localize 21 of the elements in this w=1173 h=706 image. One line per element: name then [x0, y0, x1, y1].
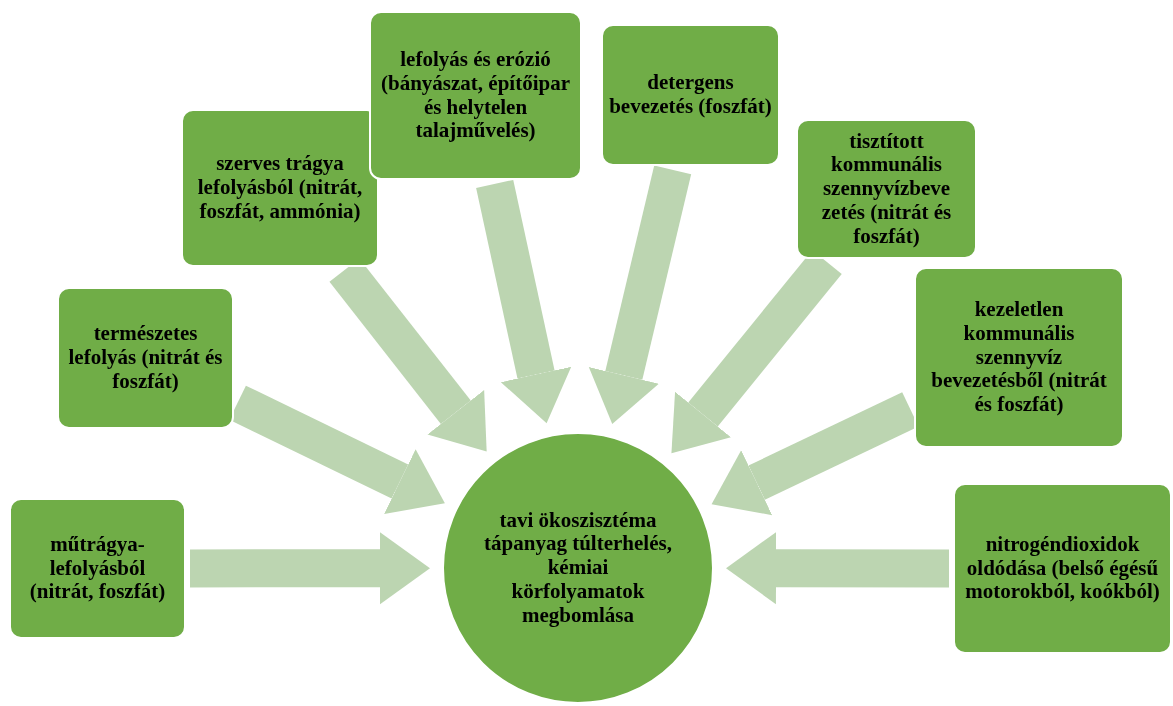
node-label: szerves trágya lefolyásból (nitrát, foszfát, ammónia): [196, 152, 364, 224]
node-label: kezeletlen kommunális szennyvíz bevezetésből (nitrát és foszfát): [930, 298, 1108, 417]
node-label: detergens bevezetés (foszfát): [609, 71, 772, 119]
block-arrow: [476, 179, 572, 424]
source-box: [914, 267, 1124, 448]
source-box: [181, 109, 379, 267]
node-label: tavi ökoszisztéma tápanyag túlterhelés, kémiai körfolyamatok megbomlása: [484, 508, 672, 628]
source-box: [9, 498, 186, 639]
block-arrow: [726, 532, 949, 605]
block-arrow: [588, 165, 692, 424]
source-box: [369, 11, 582, 180]
source-box: [57, 287, 234, 429]
node-label: természetes lefolyás (nitrát és foszfát): [67, 322, 224, 394]
source-box: [953, 483, 1172, 654]
node-label: nitrogéndioxidok oldódása (belső égésű motorokból, koókból): [964, 532, 1161, 605]
source-box: [601, 24, 780, 166]
source-box: [796, 119, 977, 259]
node-label: lefolyás és erózió (bányászat, építőipar és helytelen talajművelés): [380, 48, 571, 143]
node-label: műtrágya-lefolyásból (nitrát, foszfát): [28, 532, 167, 605]
node-label: tisztított kommunális szennyvízbeve zetés (nitrát és foszfát): [820, 129, 953, 249]
block-arrow: [190, 532, 430, 605]
